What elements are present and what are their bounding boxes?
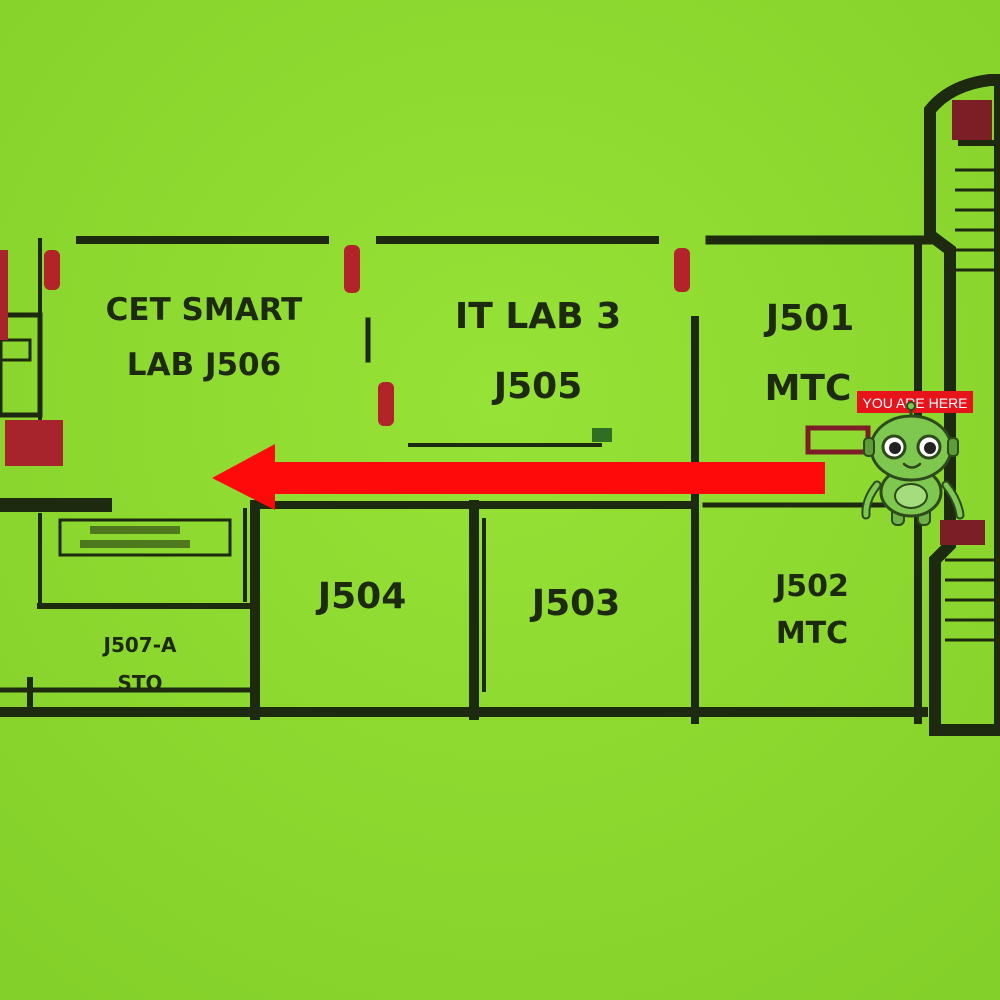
room-j502: J502 MTC bbox=[773, 569, 849, 651]
room-j503: J503 bbox=[529, 583, 621, 624]
room-j507a-label-line2: STO bbox=[117, 671, 162, 695]
room-j506-label-line1: CET SMART bbox=[106, 292, 303, 328]
room-j502-label-line1: J502 bbox=[773, 569, 849, 604]
room-j501: J501 MTC bbox=[763, 298, 855, 409]
doors bbox=[0, 245, 871, 466]
walls bbox=[0, 235, 935, 724]
room-j504: J504 bbox=[315, 576, 407, 617]
room-j505-label-line1: IT LAB 3 bbox=[455, 296, 621, 337]
storage-cabinet bbox=[0, 312, 232, 557]
robot-mascot-icon bbox=[861, 401, 965, 526]
arrow-left-icon bbox=[212, 444, 825, 510]
stairwell bbox=[924, 74, 1000, 736]
room-j501-label-line2: MTC bbox=[765, 368, 852, 409]
room-j507a: J507-A STO bbox=[102, 633, 177, 695]
room-j501-label-line1: J501 bbox=[763, 298, 855, 339]
room-j505-label-line2: J505 bbox=[491, 366, 583, 407]
room-j506: CET SMART LAB J506 bbox=[106, 292, 303, 383]
room-j502-label-line2: MTC bbox=[776, 616, 848, 651]
room-j504-label: J504 bbox=[315, 576, 407, 617]
room-j507a-label-line1: J507-A bbox=[102, 633, 177, 657]
room-j503-label: J503 bbox=[529, 583, 621, 624]
you-are-here-badge: YOU ARE HERE bbox=[857, 391, 973, 413]
room-j505: IT LAB 3 J505 bbox=[455, 296, 621, 407]
room-j506-label-line2: LAB J506 bbox=[127, 347, 281, 383]
